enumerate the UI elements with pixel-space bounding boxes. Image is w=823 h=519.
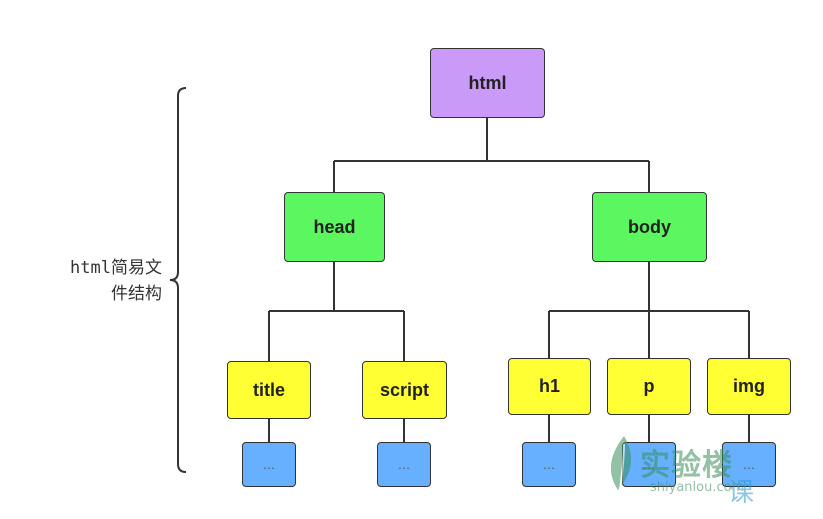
node-script: script bbox=[362, 361, 447, 419]
node-img: img bbox=[707, 358, 791, 415]
curly-brace bbox=[169, 87, 187, 473]
node-h1: h1 bbox=[508, 358, 591, 415]
diagram-caption: html简易文 件结构 bbox=[44, 255, 162, 307]
leaf-title: … bbox=[242, 442, 296, 487]
caption-line-1: html简易文 bbox=[70, 258, 162, 278]
node-p: p bbox=[607, 358, 691, 415]
watermark-suffix: 课 bbox=[728, 478, 755, 508]
node-title: title bbox=[227, 361, 311, 419]
node-head: head bbox=[284, 192, 385, 262]
leaf-img: … bbox=[722, 442, 776, 487]
leaf-logo-icon bbox=[610, 436, 632, 491]
leaf-script: … bbox=[377, 442, 431, 487]
node-body: body bbox=[592, 192, 707, 262]
caption-line-2: 件结构 bbox=[111, 284, 162, 304]
leaf-h1: … bbox=[522, 442, 576, 487]
watermark-logo-text: 实验楼 bbox=[640, 448, 733, 483]
watermark: 实验楼 shiyanlou.com 课 bbox=[600, 432, 822, 518]
watermark-site: shiyanlou.com bbox=[650, 480, 745, 495]
node-html: html bbox=[430, 48, 545, 118]
